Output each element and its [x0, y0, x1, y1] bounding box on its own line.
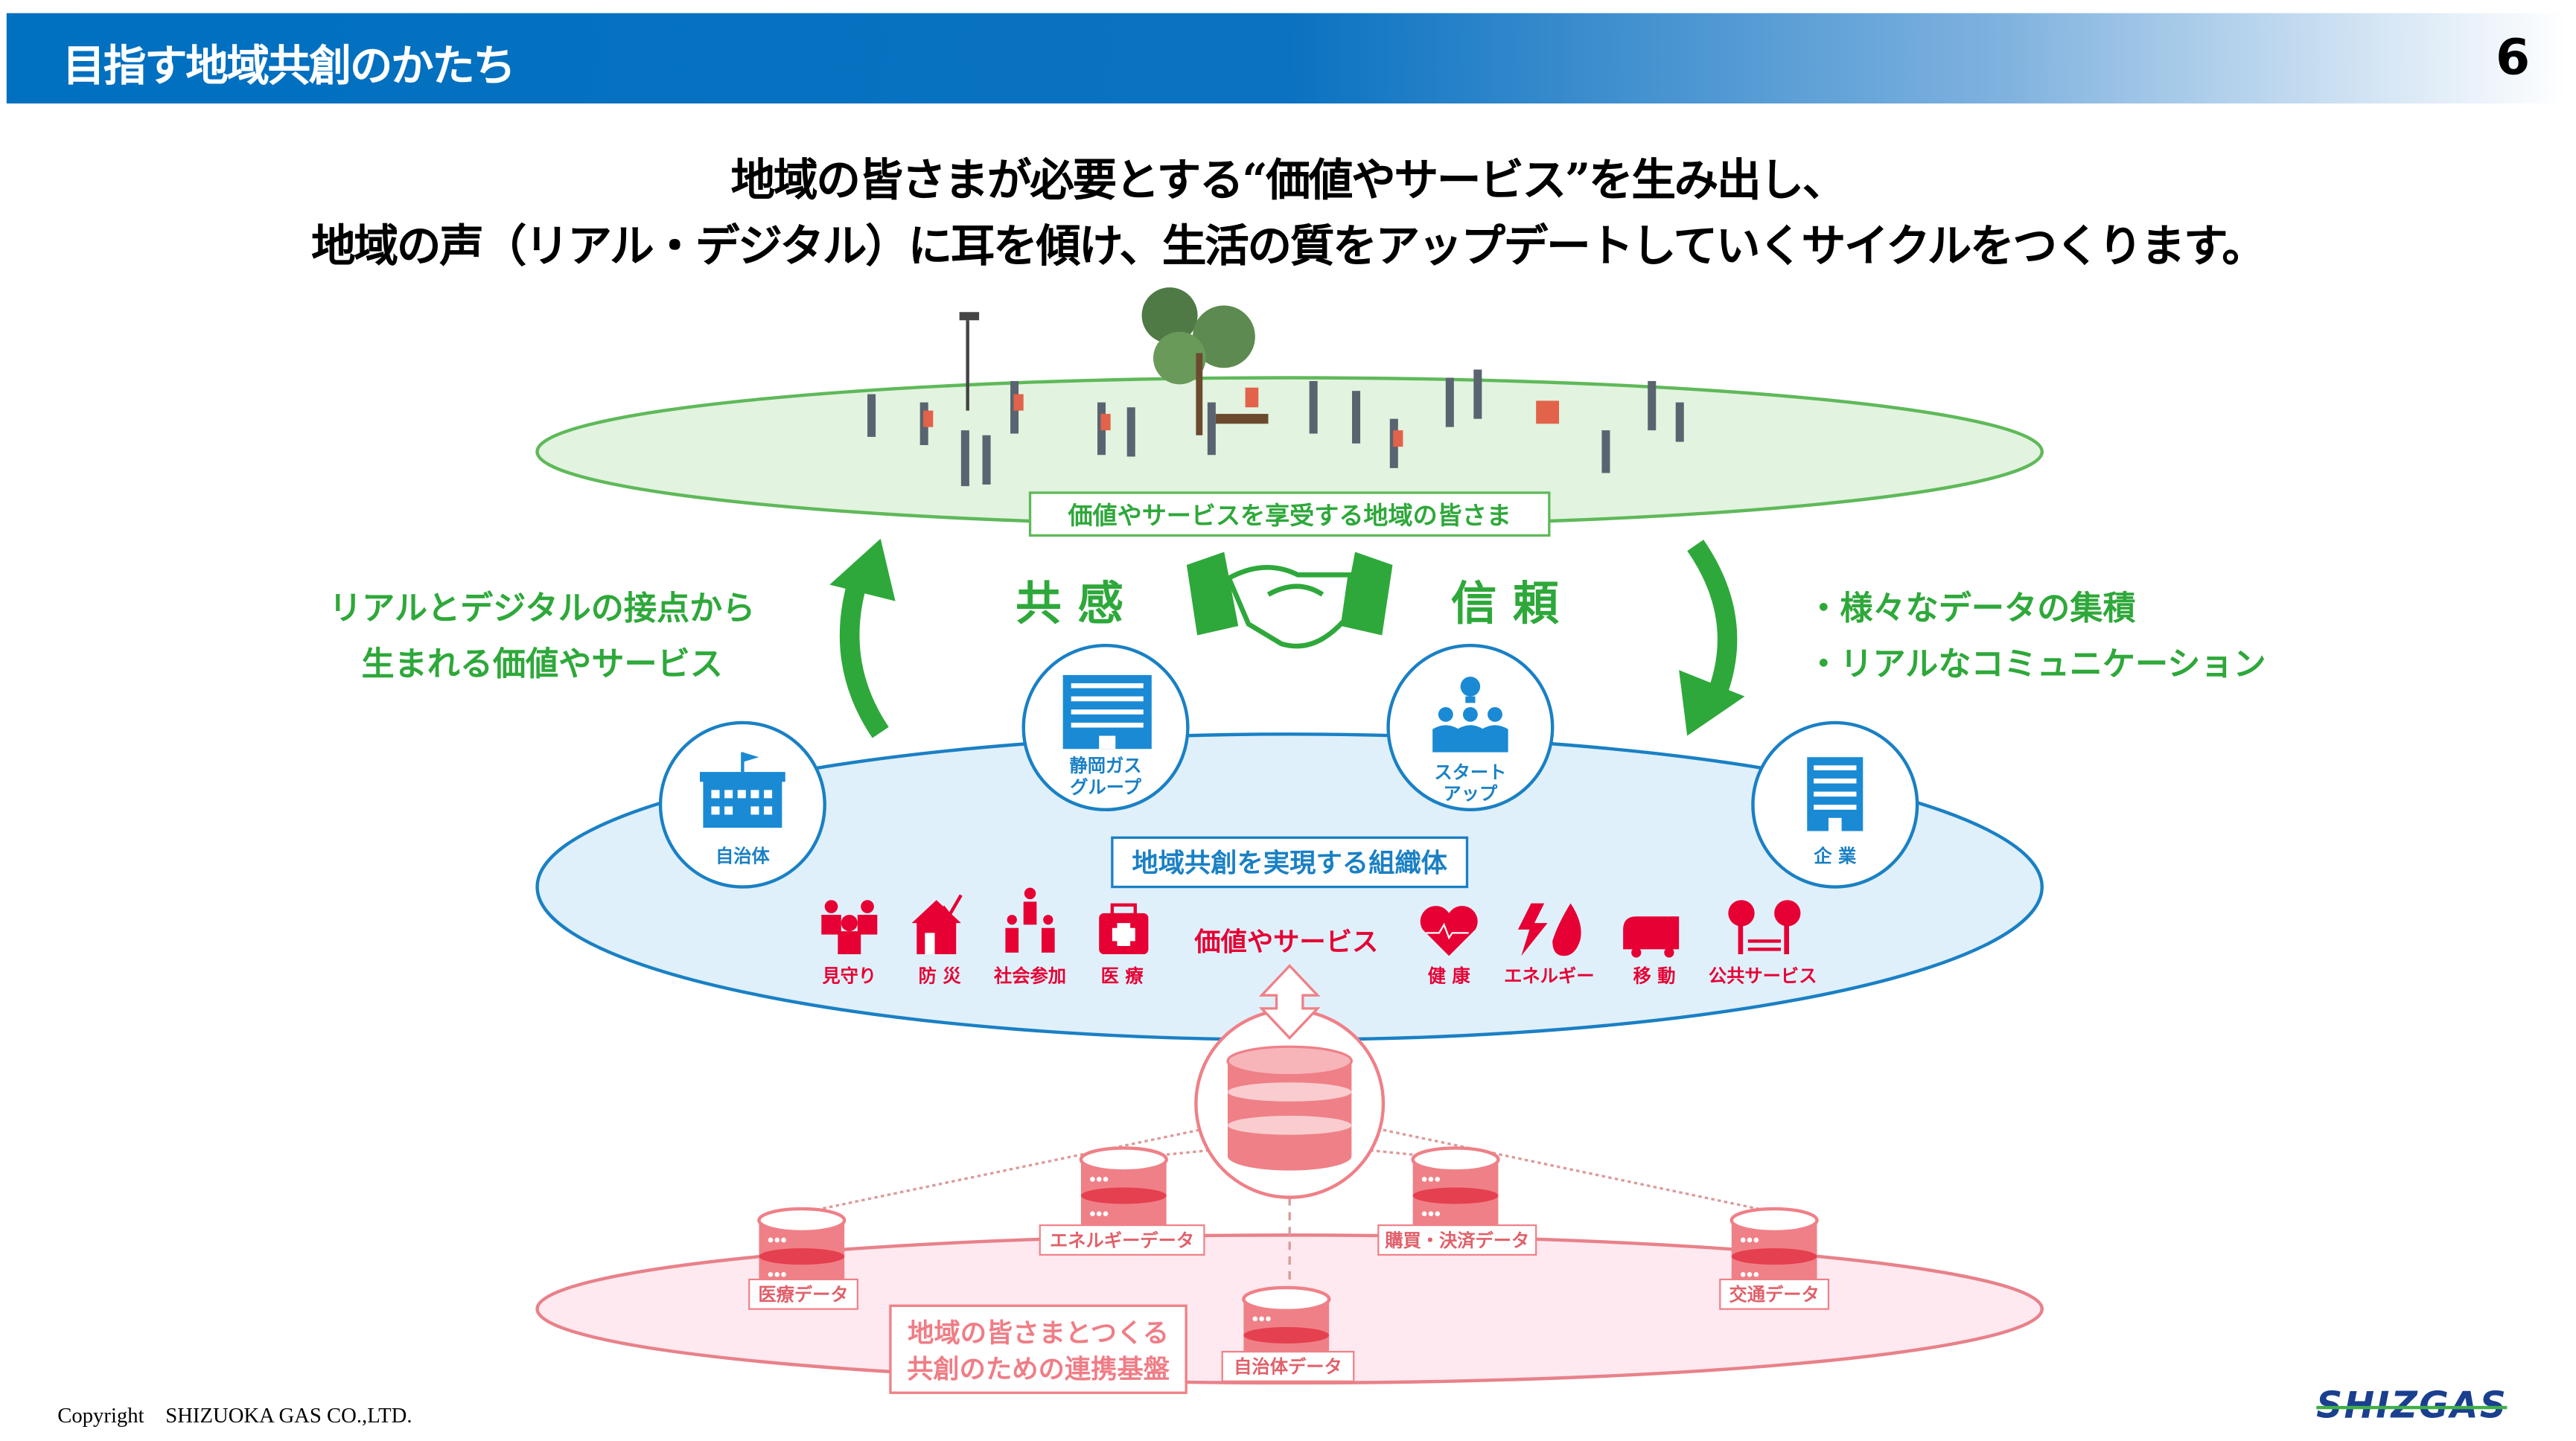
vehicle-icon [1623, 916, 1680, 958]
org-label: グループ [1070, 776, 1141, 798]
central-database-icon [1226, 1045, 1353, 1171]
lead-line-2: 地域の声（リアル・デジタル）に耳を傾け、生活の質をアップデートしていくサイクルを… [311, 221, 2266, 273]
service-label: 見守り [822, 965, 876, 987]
empathy-label: 共 感 [1016, 577, 1123, 630]
data-source-label: 交通データ [1729, 1284, 1819, 1306]
residents-layer-label: 価値やサービスを享受する地域の皆さま [1067, 501, 1511, 530]
data-source-label: エネルギーデータ [1050, 1230, 1194, 1251]
community-illustration [867, 287, 1684, 487]
org-label: アップ [1444, 783, 1499, 805]
left-caption-2: 生まれる価値やサービス [361, 645, 722, 683]
org-label: 自治体 [715, 845, 771, 866]
header-bar: 目指す地域共創のかたち 6 [6, 13, 2566, 104]
left-caption-1: リアルとデジタルの接点から [329, 590, 755, 627]
service-label: 社会参加 [994, 965, 1066, 987]
copyright: Copyright SHIZUOKA GAS CO.,LTD. [57, 1402, 412, 1428]
services-title: 価値やサービス [1193, 927, 1378, 958]
data-source-label: 医療データ [758, 1284, 848, 1306]
company-building-icon [1807, 757, 1864, 831]
service-label: 医 療 [1101, 965, 1144, 987]
org-label: 静岡ガス [1070, 755, 1142, 776]
family-icon [821, 900, 878, 955]
page-number: 6 [2496, 29, 2531, 87]
bidirectional-arrow-icon [1258, 964, 1321, 1040]
service-label: 移 動 [1633, 965, 1676, 987]
park-icon [1728, 900, 1801, 955]
data-source-label: 自治体データ [1234, 1356, 1342, 1378]
right-bullet-1: ・様々なデータの集積 [1807, 590, 2135, 627]
shizgas-logo: SHIZGAS [2316, 1386, 2508, 1428]
service-label: 健 康 [1428, 965, 1471, 987]
lead-line-1: 地域の皆さまが必要とする“価値やサービス”を生み出し、 [730, 156, 1847, 208]
service-label: 防 災 [919, 965, 962, 987]
org-label: 企 業 [1814, 845, 1857, 866]
handshake-icon [1186, 552, 1393, 649]
lightning-flame-icon [1517, 903, 1581, 956]
platform-label-2: 共創のための連携基盤 [907, 1354, 1170, 1384]
first-aid-icon [1099, 903, 1149, 955]
startup-team-icon [1432, 677, 1508, 753]
office-building-icon [1062, 674, 1152, 750]
org-label: スタート [1434, 761, 1506, 783]
city-hall-icon [700, 752, 785, 828]
disaster-house-icon [911, 894, 963, 955]
heart-pulse-icon [1420, 906, 1478, 956]
trust-label: 信 頼 [1451, 577, 1559, 630]
right-bullet-2: ・リアルなコミュニケーション [1807, 645, 2266, 683]
slide-title: 目指す地域共創のかたち [62, 42, 516, 92]
service-label: エネルギー [1504, 965, 1594, 987]
people-group-icon [1005, 887, 1055, 953]
cycle-arrow-down-icon [1687, 540, 1738, 711]
service-label: 公共サービス [1709, 965, 1817, 987]
data-source-label: 購買・決済データ [1385, 1230, 1529, 1251]
organization-layer-label: 地域共創を実現する組織体 [1132, 849, 1447, 879]
platform-label-1: 地域の皆さまとつくる [908, 1318, 1169, 1349]
